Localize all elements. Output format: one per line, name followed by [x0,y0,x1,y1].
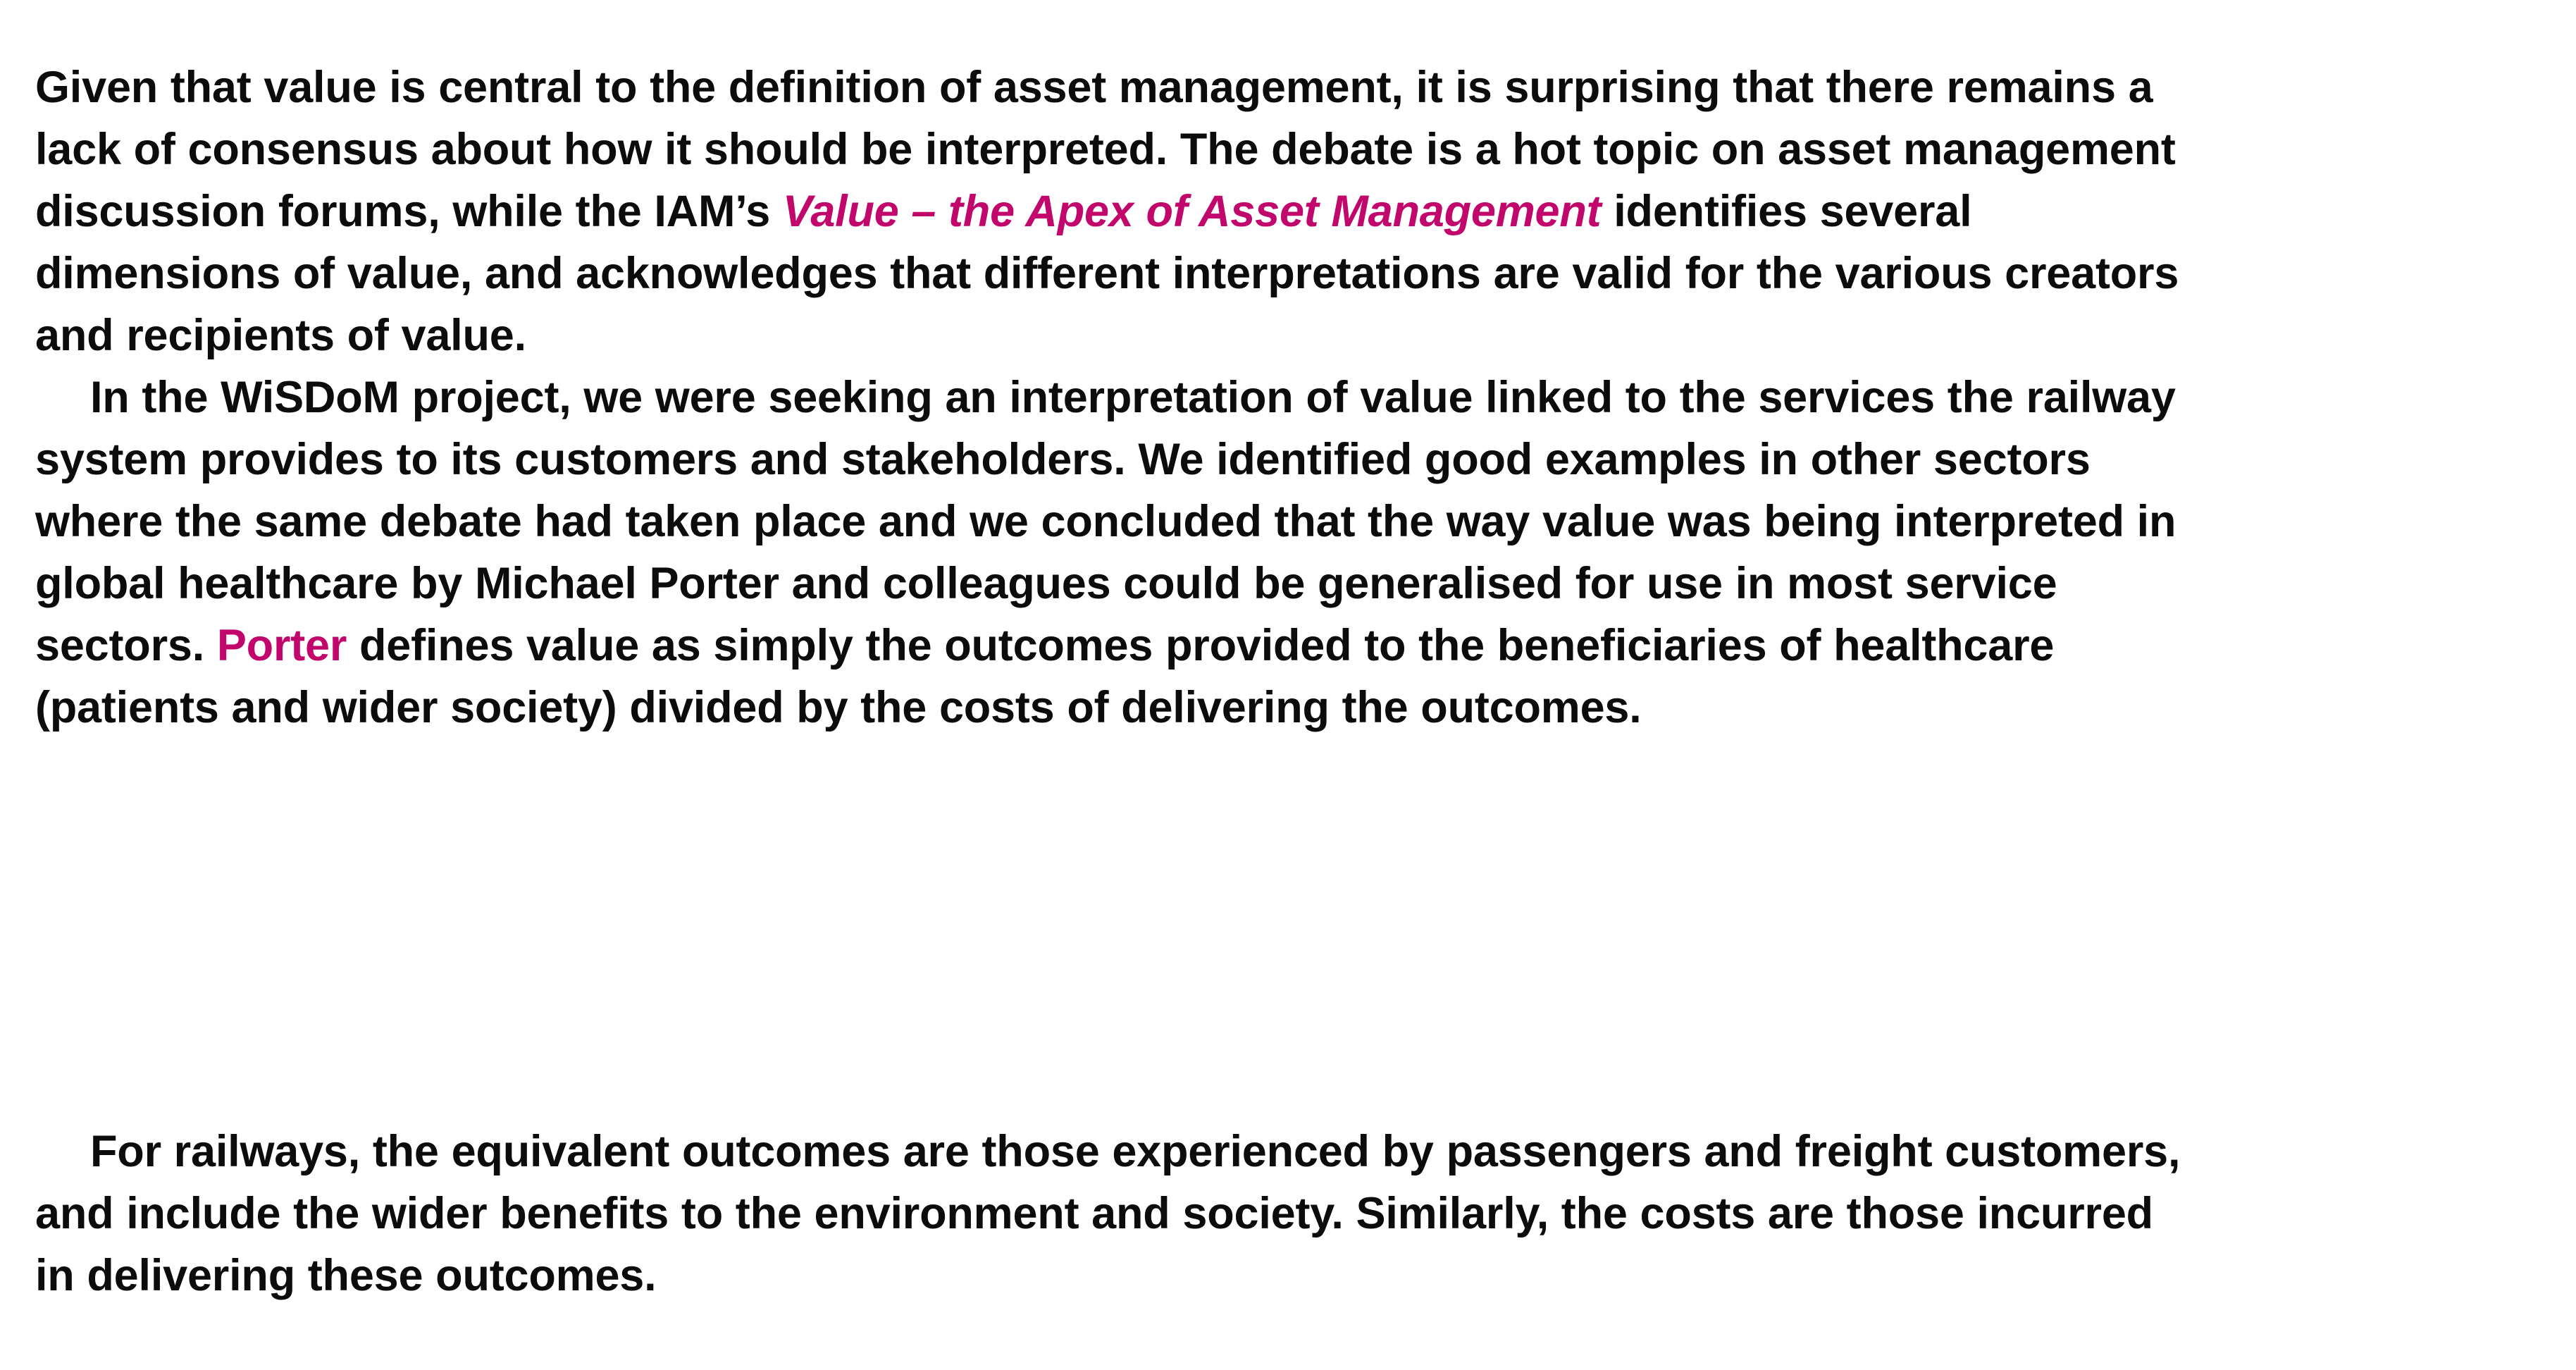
paragraph-2-text-run-2: defines value as simply the outcomes pro… [35,621,2055,732]
figure-placeholder-region [35,662,2203,1099]
porter-name-emphasis: Porter [216,621,347,670]
paragraph-1-text-run-1: Given that value is central to the defin… [35,63,2176,236]
paragraph-1: Given that value is central to the defin… [35,56,2203,366]
body-text-column: Given that value is central to the defin… [35,56,2203,739]
paragraph-3: For railways, the equivalent outcomes ar… [35,1127,2181,1300]
publication-title-emphasis: Value – the Apex of Asset Management [782,187,1602,236]
paragraph-2: In the WiSDoM project, we were seeking a… [35,366,2203,739]
body-text-column-lower: For railways, the equivalent outcomes ar… [35,1121,2203,1307]
paragraph-1-text-run-2: identifies several dimensions of value, … [35,187,2179,360]
paragraph-2-text-run-1: In the WiSDoM project, we were seeking a… [35,373,2176,670]
